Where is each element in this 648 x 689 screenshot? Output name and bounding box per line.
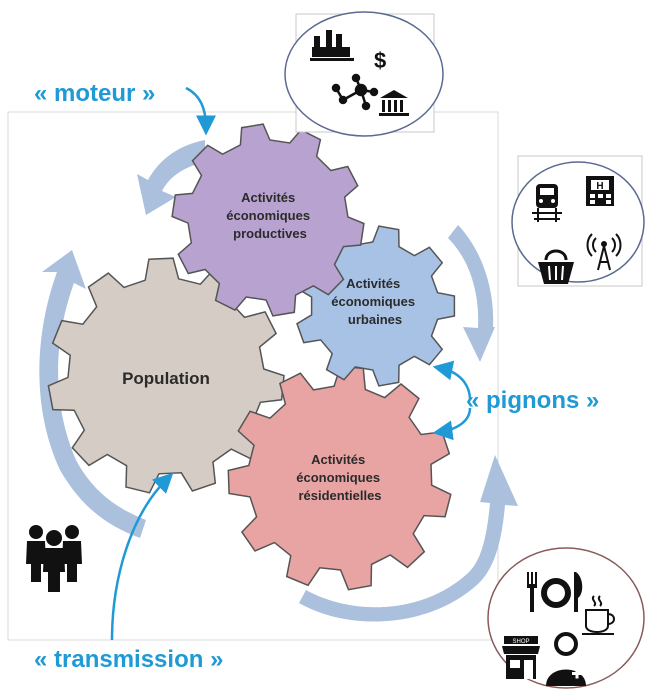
flow-arrow-bottom xyxy=(299,455,518,622)
pignons-arrow-down xyxy=(432,407,472,441)
moteur-label: « moteur » xyxy=(34,80,156,107)
residential-activities-gear xyxy=(227,365,452,591)
antenna-icon xyxy=(586,233,622,271)
residential-icons-group: SHOP xyxy=(487,547,645,689)
people-icon xyxy=(26,525,82,592)
flow-arrow-left xyxy=(39,250,147,538)
restaurant-icon xyxy=(527,572,583,612)
hospital-icon: H xyxy=(586,176,614,206)
connector-arrows xyxy=(110,86,472,641)
productive-gear-label: Activités économiques productives xyxy=(226,190,313,241)
pignons-label: « pignons » xyxy=(466,387,600,414)
flow-arrow-top xyxy=(137,140,205,215)
doctor-icon xyxy=(546,632,586,686)
network-icon xyxy=(331,73,379,111)
productive-icons-group: $ xyxy=(284,11,444,137)
residential-gear-body xyxy=(227,365,452,591)
flow-arrows xyxy=(39,140,518,622)
urban-activities-gear xyxy=(296,225,456,387)
moteur-arrow xyxy=(185,86,216,136)
residential-gear-label: Activités économiques résidentielles xyxy=(296,452,383,503)
basket-icon xyxy=(538,249,574,284)
urban-gear-label: Activités économiques urbaines xyxy=(331,276,418,327)
urban-gear-body xyxy=(296,225,456,387)
population-gear-label: Population xyxy=(122,369,210,388)
flow-arrow-right-top xyxy=(448,225,495,362)
svg-text:H: H xyxy=(596,181,603,192)
train-icon xyxy=(532,184,562,222)
dollar-icon: $ xyxy=(374,48,386,73)
coffee-icon xyxy=(582,595,615,635)
factory-icon xyxy=(310,30,354,61)
productive-activities-gear xyxy=(171,123,365,317)
bank-icon xyxy=(379,90,409,116)
transmission-arrow xyxy=(110,472,174,641)
urban-icons-group: H xyxy=(511,155,645,287)
shop-icon: SHOP xyxy=(502,636,540,679)
svg-text:SHOP: SHOP xyxy=(512,639,529,645)
pignons-arrow-up xyxy=(432,360,472,401)
transmission-label: « transmission » xyxy=(34,646,224,673)
productive-gear-body xyxy=(171,123,365,317)
